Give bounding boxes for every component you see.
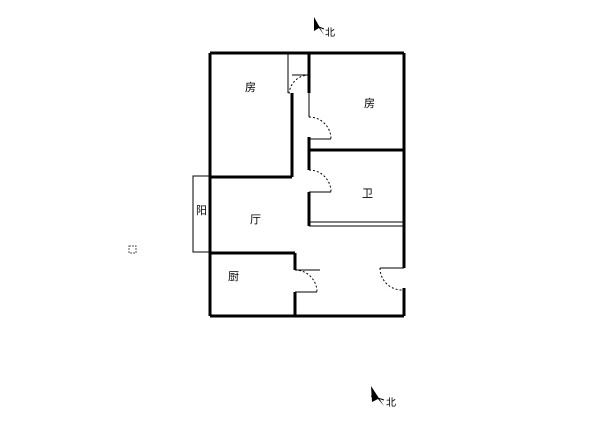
doors — [288, 74, 404, 293]
outer-walls — [208, 51, 406, 318]
door-kitchen — [294, 269, 318, 293]
room-label-kitchen: 厨 — [228, 270, 239, 283]
door-bathroom — [308, 169, 332, 193]
room-label-bedroom-2: 房 — [364, 97, 375, 110]
north-label-top: 北 — [325, 27, 335, 39]
north-indicator-bottom: 北 — [370, 386, 396, 409]
interior-walls — [210, 53, 404, 316]
balcony: 阳 — [192, 175, 212, 253]
north-label-bottom: 北 — [386, 397, 396, 409]
door-bedroom-1 — [288, 74, 310, 96]
room-label-living-room: 厅 — [250, 213, 261, 226]
room-label-bathroom: 卫 — [362, 187, 373, 200]
door-bedroom-2 — [308, 116, 332, 140]
north-arrow-icon — [371, 386, 384, 406]
marker-square — [128, 245, 137, 254]
north-indicator-top: 北 — [313, 17, 335, 39]
balcony-label: 阳 — [196, 204, 207, 217]
room-label-bedroom-1: 房 — [245, 81, 256, 94]
north-arrow-icon — [314, 17, 324, 35]
door-entrance — [379, 267, 403, 291]
